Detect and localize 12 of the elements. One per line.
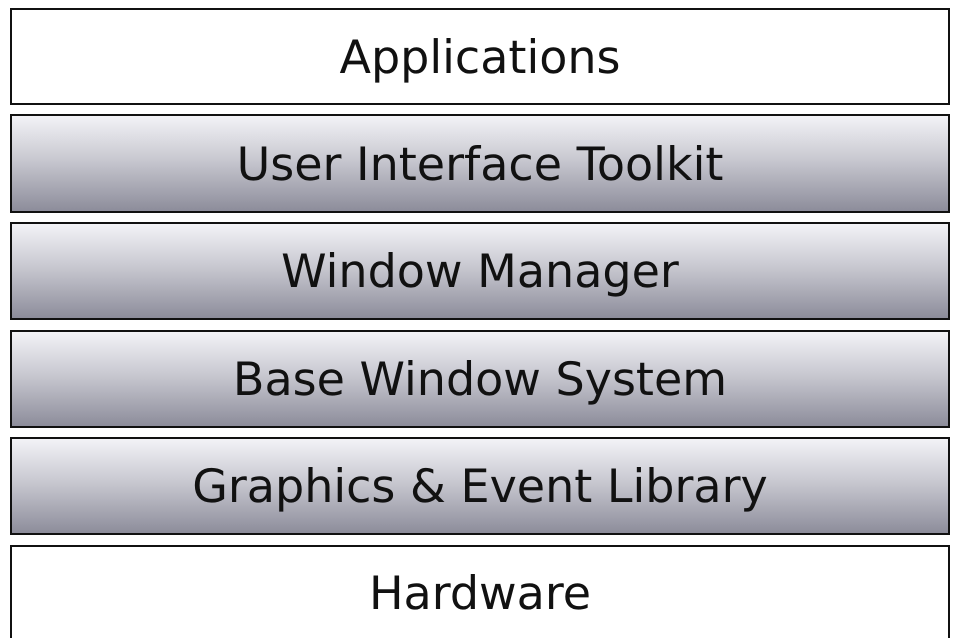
layer-box (10, 8, 950, 105)
layer-label: Applications (340, 30, 620, 84)
layer-box (10, 222, 950, 320)
layer-label: Hardware (368, 566, 592, 620)
layer-box (10, 437, 950, 535)
layer-box (10, 114, 950, 213)
layer-label: Graphics & Event Library (192, 459, 768, 513)
layer-label: Window Manager (281, 244, 679, 298)
layer-label: User Interface Toolkit (236, 136, 724, 190)
layer-label: Base Window System (232, 352, 728, 406)
layer-box (10, 330, 950, 428)
layer-box (10, 545, 950, 638)
